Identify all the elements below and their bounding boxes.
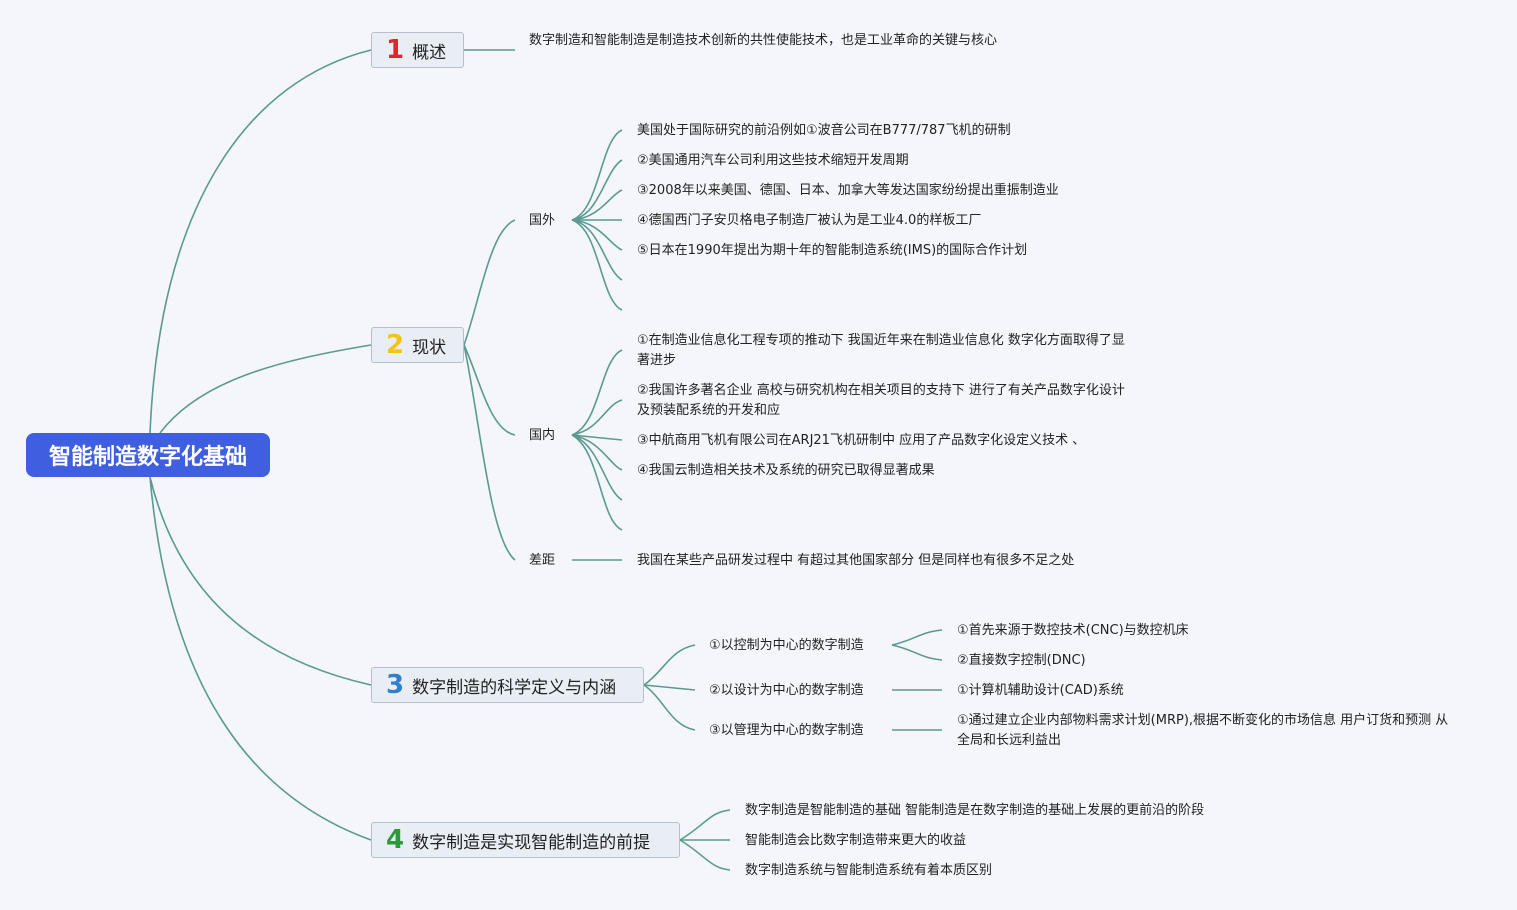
foreign-item[interactable]: 美国处于国际研究的前沿例如①波音公司在B777/787飞机的研制 bbox=[637, 123, 1011, 138]
definition-item[interactable]: ①计算机辅助设计(CAD)系统 bbox=[957, 683, 1124, 698]
branch-gap[interactable]: 差距 bbox=[529, 553, 556, 568]
definition-sub-design[interactable]: ②以设计为中心的数字制造 bbox=[709, 683, 864, 698]
topic-premise-label: 数字制造是实现智能制造的前提 bbox=[412, 832, 651, 853]
gap-text[interactable]: 我国在某些产品研发过程中 有超过其他国家部分 但是同样也有很多不足之处 bbox=[637, 553, 1075, 568]
link-topic2-domestic bbox=[463, 344, 516, 436]
domestic-item[interactable]: ③中航商用飞机有限公司在ARJ21飞机研制中 应用了产品数字化设定义技术 、 bbox=[637, 433, 1086, 448]
link-root-topic3 bbox=[149, 476, 372, 686]
link-root-topic1 bbox=[149, 49, 372, 434]
premise-item[interactable]: 智能制造会比数字制造带来更大的收益 bbox=[745, 833, 967, 848]
overview-text[interactable]: 数字制造和智能制造是制造技术创新的共性使能技术，也是工业革命的关键与核心 bbox=[529, 33, 998, 48]
root-topic[interactable]: 智能制造数字化基础 bbox=[26, 433, 270, 477]
domestic-item[interactable]: ①在制造业信息化工程专项的推动下 我国近年来在制造业信息化 数字化方面取得了显著… bbox=[637, 333, 1125, 368]
topic-definition-label: 数字制造的科学定义与内涵 bbox=[412, 677, 617, 698]
topic-overview[interactable]: 1 概述 bbox=[371, 32, 464, 68]
foreign-item[interactable]: ②美国通用汽车公司利用这些技术缩短开发周期 bbox=[637, 153, 909, 168]
foreign-item[interactable]: ③2008年以来美国、德国、日本、加拿大等发达国家纷纷提出重振制造业 bbox=[637, 183, 1059, 198]
branch-domestic[interactable]: 国内 bbox=[529, 428, 556, 443]
definition-item[interactable]: ②直接数字控制(DNC) bbox=[957, 653, 1086, 668]
topic-premise[interactable]: 4 数字制造是实现智能制造的前提 bbox=[371, 822, 680, 858]
definition-sub-management[interactable]: ③以管理为中心的数字制造 bbox=[709, 723, 864, 738]
premise-item[interactable]: 数字制造是智能制造的基础 智能制造是在数字制造的基础上发展的更前沿的阶段 bbox=[745, 803, 1205, 818]
number-4-icon: 4 bbox=[386, 825, 405, 855]
topic-status[interactable]: 2 现状 bbox=[371, 327, 464, 363]
domestic-item[interactable]: ②我国许多著名企业 高校与研究机构在相关项目的支持下 进行了有关产品数字化设计及… bbox=[637, 383, 1125, 418]
domestic-item[interactable]: ④我国云制造相关技术及系统的研究已取得显著成果 bbox=[637, 463, 935, 478]
link-topic2-gap bbox=[463, 344, 516, 561]
topic-status-label: 现状 bbox=[412, 337, 447, 358]
topic-overview-label: 概述 bbox=[412, 42, 447, 63]
number-2-icon: 2 bbox=[386, 330, 405, 360]
foreign-item[interactable]: ④德国西门子安贝格电子制造厂被认为是工业4.0的样板工厂 bbox=[637, 213, 982, 228]
definition-sub-control[interactable]: ①以控制为中心的数字制造 bbox=[709, 638, 864, 653]
link-root-topic4 bbox=[149, 476, 372, 841]
branch-foreign[interactable]: 国外 bbox=[529, 213, 556, 228]
number-3-icon: 3 bbox=[386, 670, 405, 700]
link-root-topic2 bbox=[159, 344, 372, 434]
number-1-icon: 1 bbox=[386, 35, 405, 65]
topic-definition[interactable]: 3 数字制造的科学定义与内涵 bbox=[371, 667, 644, 703]
definition-item[interactable]: ①通过建立企业内部物料需求计划(MRP),根据不断变化的市场信息 用户订货和预测… bbox=[957, 713, 1449, 748]
foreign-item[interactable]: ⑤日本在1990年提出为期十年的智能制造系统(IMS)的国际合作计划 bbox=[637, 243, 1028, 258]
definition-item[interactable]: ①首先来源于数控技术(CNC)与数控机床 bbox=[957, 623, 1189, 638]
premise-item[interactable]: 数字制造系统与智能制造系统有着本质区别 bbox=[745, 863, 993, 878]
link-topic2-foreign bbox=[463, 219, 516, 346]
